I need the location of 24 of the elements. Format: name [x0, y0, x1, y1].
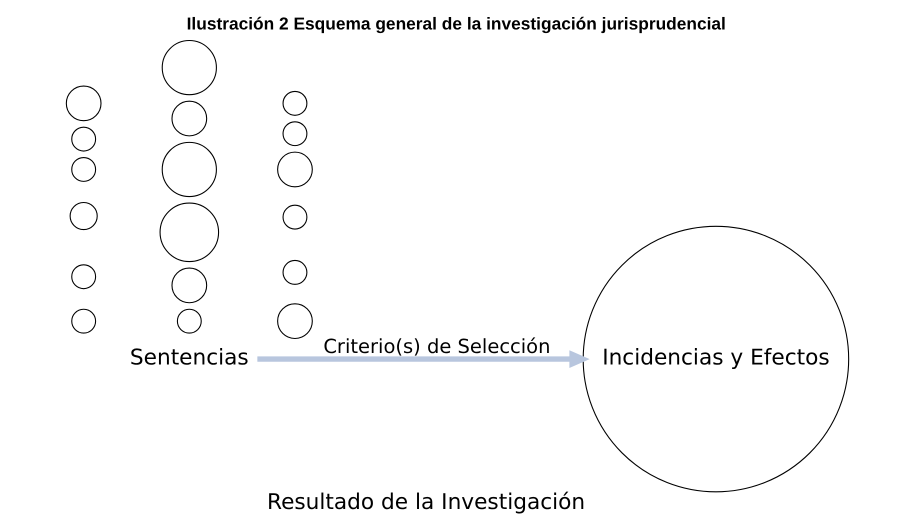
node-circle	[161, 142, 216, 198]
node-circle	[70, 126, 96, 152]
node-circle	[170, 268, 207, 304]
node-circle	[282, 204, 307, 230]
node-circle	[176, 308, 202, 334]
node-circle	[170, 100, 207, 136]
node-circle	[159, 202, 219, 262]
node-label: Resultado de la Investigación	[266, 490, 585, 516]
node-text: Sentencias	[129, 346, 248, 370]
arrow	[256, 350, 590, 368]
node-circle	[70, 264, 96, 290]
node-circle	[276, 152, 312, 188]
diagram-title: Ilustración 2 Esquema general de la investigación jurisprudencial	[186, 13, 726, 34]
node-circle	[282, 260, 307, 285]
node-circle	[282, 90, 307, 116]
node-circle	[282, 121, 307, 146]
edge-label: Criterio(s) de Selección	[322, 335, 550, 358]
node-circle	[69, 202, 98, 230]
node-circle	[276, 303, 312, 340]
node-circle	[161, 40, 216, 96]
node-circle: Incidencias y Efectos	[582, 226, 849, 492]
node-circle	[70, 157, 96, 182]
node-circle	[65, 85, 102, 122]
node-circle	[70, 308, 96, 334]
